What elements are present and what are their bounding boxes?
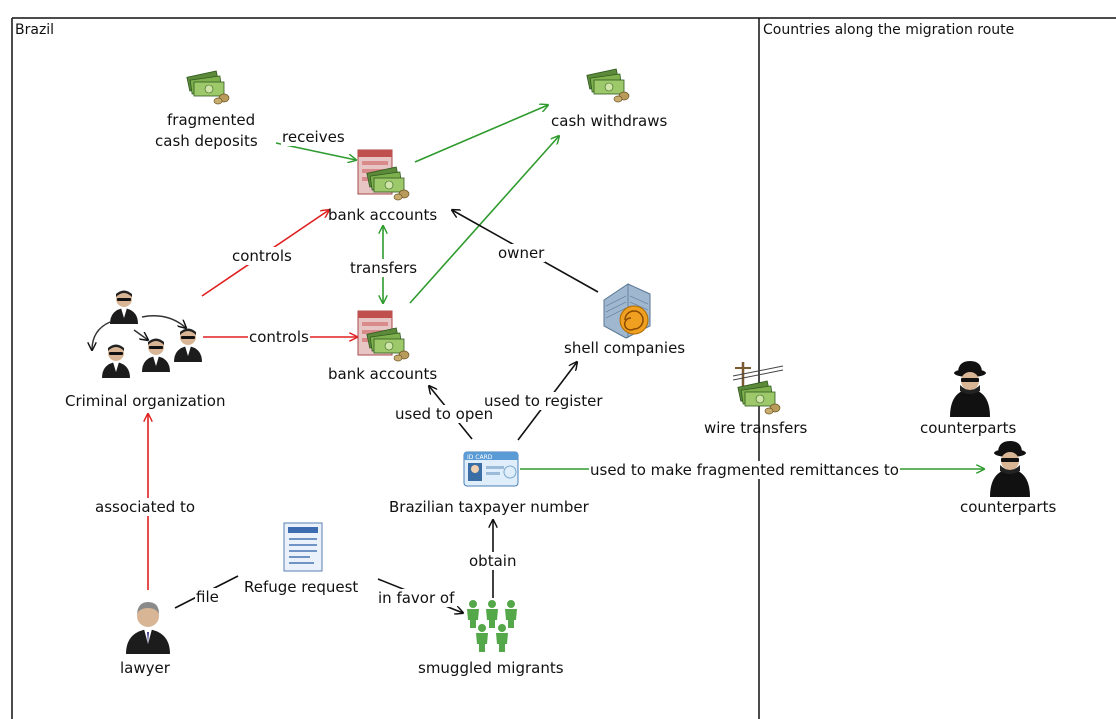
edge-label-obtain: obtain xyxy=(468,552,518,570)
wire-transfer-icon xyxy=(732,362,784,415)
node-refuge-request: Refuge request xyxy=(244,578,359,596)
panel-title-brazil: Brazil xyxy=(15,22,55,38)
node-wire-transfers: wire transfers xyxy=(704,419,808,437)
edge-label-used-to-register: used to register xyxy=(483,392,604,410)
node-counterparts-1: counterparts xyxy=(920,419,1017,437)
person-icon xyxy=(110,290,138,324)
node-counterparts-2: counterparts xyxy=(960,498,1057,516)
edge-label-controls-top: controls xyxy=(231,247,293,265)
edge-to-cash-withdraws-top xyxy=(414,105,548,163)
org-internal-arrow-left xyxy=(92,321,111,350)
id-card-icon: ID CARD xyxy=(463,451,519,487)
bank-form-icon xyxy=(357,149,410,201)
building-shell-icon xyxy=(603,283,651,339)
money-stack-icon xyxy=(186,70,230,105)
person-icon xyxy=(102,344,130,378)
node-cash-withdraws: cash withdraws xyxy=(551,112,668,130)
node-bank-accounts-mid: bank accounts xyxy=(328,365,438,383)
edge-label-receives: receives xyxy=(281,128,346,146)
edge-to-cash-withdraws-mid xyxy=(409,136,559,304)
edge-label-associated-to: associated to xyxy=(94,498,197,516)
money-stack-icon xyxy=(586,68,630,103)
edge-label-owner: owner xyxy=(497,244,546,262)
org-internal-arrow-mid xyxy=(133,329,148,340)
svg-text:ID CARD: ID CARD xyxy=(467,454,493,461)
edge-label-transfers: transfers xyxy=(349,259,419,277)
node-fragmented-cash-deposits-line2: cash deposits xyxy=(155,132,258,150)
person-icon xyxy=(142,338,170,372)
hooded-counterpart-icon xyxy=(990,441,1030,497)
edge-label-in-favor-of: in favor of xyxy=(377,589,456,607)
edge-label-remittances: used to make fragmented remittances to xyxy=(589,461,900,479)
document-icon xyxy=(283,522,323,572)
node-bank-accounts-top: bank accounts xyxy=(328,206,438,224)
migrants-group-icon xyxy=(467,600,517,652)
edge-label-file: file xyxy=(195,588,220,606)
edge-label-used-to-open: used to open xyxy=(394,405,495,423)
edge-label-controls-mid: controls xyxy=(248,328,310,346)
lawyer-icon xyxy=(126,602,170,654)
criminal-organization-icon xyxy=(102,290,202,378)
hooded-counterpart-icon xyxy=(950,361,990,417)
bank-form-icon xyxy=(357,310,410,362)
panel-title-migration-route: Countries along the migration route xyxy=(763,22,1015,38)
node-fragmented-cash-deposits-line1: fragmented xyxy=(167,111,256,129)
node-brazilian-taxpayer-number: Brazilian taxpayer number xyxy=(389,498,589,516)
node-criminal-organization: Criminal organization xyxy=(65,392,226,410)
node-lawyer: lawyer xyxy=(120,659,170,677)
node-smuggled-migrants: smuggled migrants xyxy=(418,659,564,677)
person-icon xyxy=(174,328,202,362)
node-shell-companies: shell companies xyxy=(564,339,686,357)
org-internal-arrow-right xyxy=(141,315,186,328)
